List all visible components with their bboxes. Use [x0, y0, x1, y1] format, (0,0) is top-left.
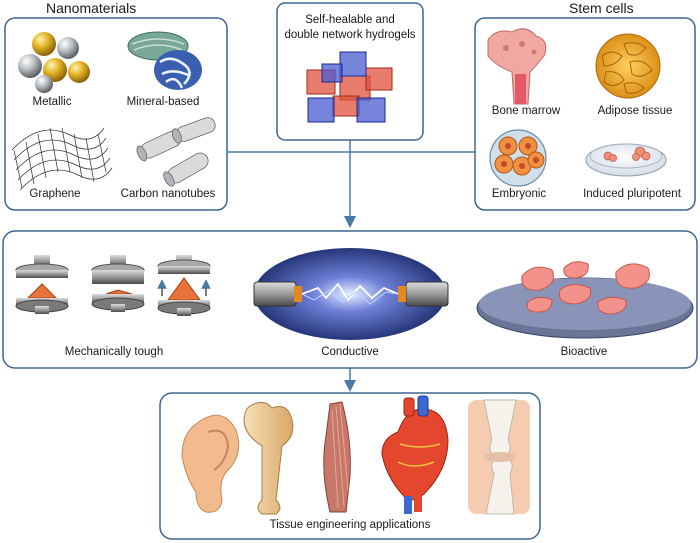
- hydrogel-network-icon: [306, 51, 393, 123]
- label-conductive: Conductive: [321, 346, 379, 358]
- label-carbon-nanotubes: Carbon nanotubes: [120, 188, 216, 200]
- compression-test-icon: [15, 255, 211, 316]
- bioactive-cells-icon: [476, 261, 694, 339]
- stem-cells-title: Stem cells: [569, 0, 634, 16]
- label-mineral-based: Mineral-based: [126, 96, 200, 108]
- label-adipose-tissue: Adipose tissue: [597, 105, 673, 117]
- bone-icon: [243, 402, 294, 515]
- applications-caption: Tissue engineering applications: [269, 519, 431, 531]
- label-graphene: Graphene: [29, 188, 81, 200]
- mineral-particle-icon: [127, 31, 202, 90]
- hydrogels-title-line2: double network hydrogels: [284, 29, 416, 41]
- petri-dish-icon: [585, 143, 667, 177]
- embryonic-cells-icon: [489, 129, 547, 187]
- label-bioactive: Bioactive: [560, 346, 608, 358]
- graphene-sheet-icon: [11, 127, 113, 191]
- label-induced-pluripotent: Induced pluripotent: [583, 188, 681, 200]
- nanomaterials-title: Nanomaterials: [46, 0, 137, 16]
- electric-arc-icon: [253, 248, 449, 340]
- bone-marrow-icon: [487, 28, 547, 105]
- adipose-tissue-icon: [595, 33, 661, 99]
- label-mechanically-tough: Mechanically tough: [64, 346, 164, 358]
- label-embryonic: Embryonic: [491, 188, 547, 200]
- metallic-spheres-icon: [18, 32, 90, 93]
- knee-icon: [468, 399, 530, 515]
- label-metallic: Metallic: [32, 96, 72, 108]
- heart-icon: [381, 395, 449, 514]
- connector-lines: [228, 140, 475, 392]
- label-bone-marrow: Bone marrow: [491, 105, 561, 117]
- ear-icon: [181, 414, 240, 513]
- carbon-nanotubes-icon: [136, 117, 216, 187]
- muscle-icon: [323, 401, 351, 513]
- hydrogels-title-line1: Self-healable and: [305, 14, 395, 26]
